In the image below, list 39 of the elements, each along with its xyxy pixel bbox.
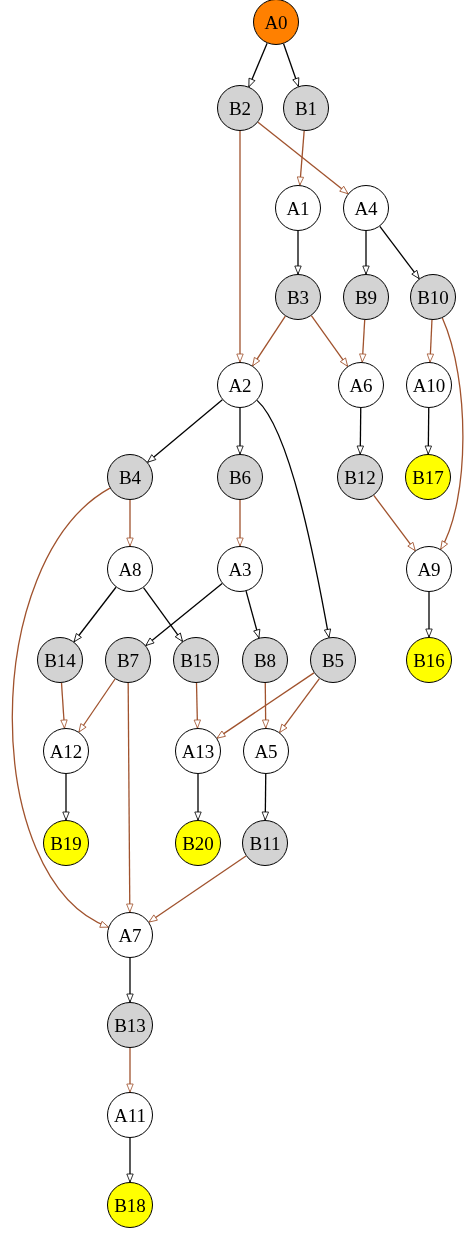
arrow (62, 773, 70, 821)
arrow (245, 590, 261, 639)
arrow (379, 225, 420, 280)
arrow (356, 407, 364, 455)
arrow (425, 591, 433, 638)
arrow (193, 682, 201, 729)
arrow (194, 773, 202, 821)
arrow (282, 43, 300, 87)
arrow (147, 399, 223, 463)
arrow (362, 230, 370, 275)
arrow (236, 130, 244, 363)
arrow (373, 494, 416, 552)
arrow (126, 1047, 134, 1093)
arrow (257, 121, 349, 195)
arrow (216, 672, 315, 739)
arrow (279, 677, 320, 734)
arrow (142, 586, 184, 643)
arrow (11, 487, 111, 928)
arrow (261, 773, 269, 821)
arrow (145, 582, 223, 647)
arrow (78, 678, 116, 733)
arrow (310, 315, 349, 367)
arrow (359, 319, 367, 363)
arrow (426, 319, 434, 363)
arrow (262, 682, 270, 729)
arrow (126, 682, 134, 913)
arrow (73, 586, 117, 643)
arrow (252, 315, 286, 367)
arrow (126, 957, 134, 1003)
arrow (296, 130, 305, 186)
arrow (236, 499, 244, 547)
arrow (256, 399, 332, 638)
arrow (236, 407, 244, 455)
arrow (294, 230, 302, 275)
arrow (126, 499, 134, 547)
arrow (60, 682, 68, 729)
arrow (126, 1137, 134, 1183)
arrow (424, 407, 432, 455)
arrow (148, 855, 247, 923)
